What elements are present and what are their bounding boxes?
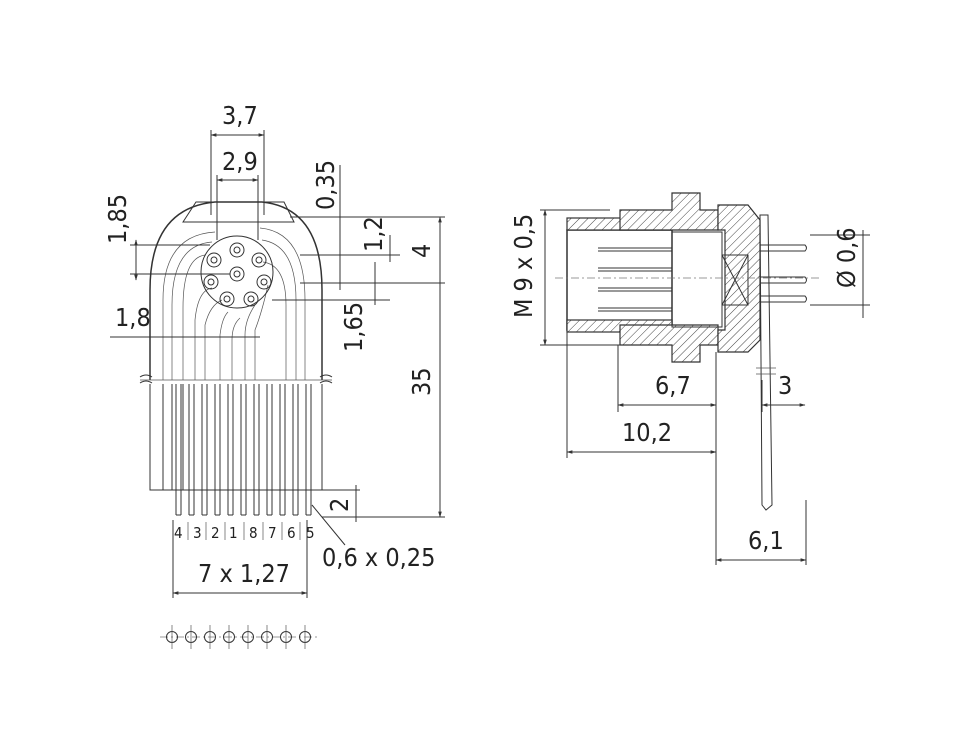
dim-body-length: 10,2	[622, 418, 672, 447]
pin-number: 3	[193, 524, 202, 542]
pin-number: 5	[306, 524, 315, 542]
housing-flange	[717, 204, 761, 353]
side-view: M 9 x 0,5 Ø 0,6 6,7 3 10,2 6,1	[509, 192, 870, 565]
pin-number: 8	[249, 524, 258, 542]
connector-top-flange	[182, 201, 295, 223]
dim-rear-length: 3	[778, 371, 792, 400]
front-view: 3,7 2,9 0,35 1,85 1,2 4 1,8 1,65 35 2 0,…	[103, 101, 445, 649]
hex-nut-top	[619, 192, 719, 231]
dim-pin-diameter: Ø 0,6	[832, 227, 861, 288]
dim-thread: M 9 x 0,5	[509, 214, 538, 318]
dim-pitch-total: 7 x 1,27	[198, 559, 290, 588]
hex-nut-bottom	[619, 324, 719, 363]
dim-total-length: 35	[407, 367, 436, 396]
pin-number: 4	[174, 524, 183, 542]
side-dimension-lines	[540, 209, 870, 565]
dim-pin-pitch-radial: 1,8	[115, 303, 151, 332]
dim-pin-section: 0,6 x 0,25	[322, 543, 435, 572]
dim-tail-offset: 6,1	[748, 526, 784, 555]
insert-block	[671, 231, 723, 328]
pcb-tail-strip	[759, 214, 773, 511]
dim-wall: 0,35	[311, 160, 340, 210]
pin-number: 2	[211, 524, 220, 542]
dim-pin-offset: 1,65	[339, 302, 368, 352]
curved-leads	[162, 227, 306, 380]
pcb-footprint	[160, 625, 318, 649]
break-line	[139, 374, 333, 384]
straight-pins	[149, 384, 323, 516]
side-contacts	[598, 247, 672, 312]
rear-pins	[760, 244, 807, 303]
tail-break-mark	[756, 367, 776, 375]
pin-number: 1	[229, 524, 238, 542]
dim-row-gap: 1,2	[359, 216, 388, 252]
dim-tail: 2	[325, 498, 354, 512]
pin-number-labels: 4 3 2 1 8 7 6 5	[174, 522, 315, 542]
pin-number: 6	[287, 524, 296, 542]
dim-nut-length: 6,7	[655, 371, 691, 400]
pin-number: 7	[268, 524, 277, 542]
dim-width-outer: 3,7	[222, 101, 258, 130]
dim-top-offset: 1,85	[103, 194, 132, 244]
dim-height-head: 4	[407, 244, 436, 258]
dim-width-inner: 2,9	[222, 147, 258, 176]
front-dimension-lines	[110, 130, 445, 598]
threaded-body	[566, 229, 673, 331]
seal-block	[721, 254, 749, 306]
contact-insert-circle	[200, 235, 274, 309]
contact-holes	[203, 242, 272, 307]
